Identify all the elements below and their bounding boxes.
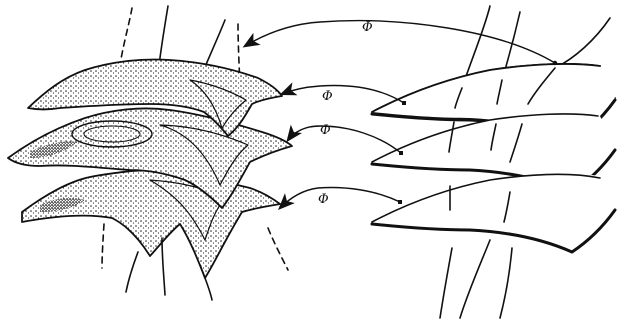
right-leaf-3 — [372, 174, 615, 252]
phi-label-2: Φ — [322, 89, 333, 104]
phi-arrow-1: Φ — [245, 20, 557, 65]
phi-label-4: Φ — [318, 192, 329, 207]
left-leaf-3 — [22, 170, 280, 278]
phi-arrow-4: Φ — [280, 188, 402, 208]
phi-label-1: Φ — [362, 20, 373, 35]
phi-arrow-3: Φ — [288, 123, 403, 155]
phi-arrow-2: Φ — [282, 86, 406, 105]
flat-leaf-stack — [372, 6, 615, 318]
phi-label-3: Φ — [320, 123, 331, 138]
wrinkled-leaf-stack — [8, 6, 292, 300]
